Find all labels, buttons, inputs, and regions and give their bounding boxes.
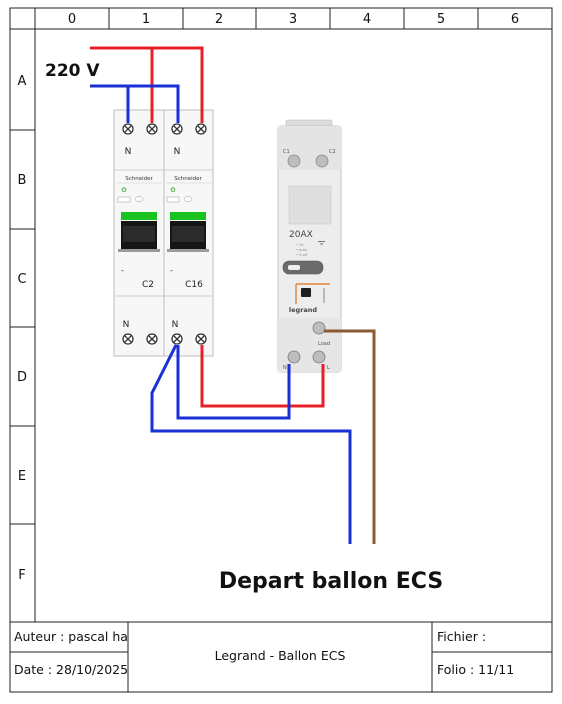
phase-supply-wire (90, 46, 204, 123)
breaker-2-terminal-screw-icon (171, 123, 207, 345)
title-block-file: Fichier : (437, 629, 487, 644)
neutral-supply-wire (90, 84, 180, 123)
breaker-1-terminal-screw-icon (122, 123, 158, 345)
title-block-folio: Folio : 11/11 (437, 662, 515, 677)
column-label-4: 4 (363, 12, 371, 27)
contactor-wifi-icon: ᯤ (318, 238, 325, 247)
breaker-1: N Schneider ✿ - C2 N (113, 109, 165, 357)
column-label-6: 6 (511, 12, 519, 27)
breaker-2-status-indicator (170, 212, 206, 220)
breaker-2-dash: - (170, 266, 173, 275)
breaker-2-bottom-neutral-label: N (172, 320, 179, 330)
phase-to-contactor-wire (200, 345, 325, 408)
contactor-terminal-c2: C2 (329, 149, 336, 155)
breaker-1-dash: - (121, 266, 124, 275)
title-block-author: Auteur : pascal ha (14, 629, 127, 644)
row-label-a: A (18, 74, 27, 89)
contactor-push-button (301, 288, 311, 297)
row-label-b: B (18, 173, 27, 188)
breaker-2: N Schneider ✿ - C16 N (163, 109, 214, 357)
contactor-phase-screw-icon (312, 350, 326, 364)
column-label-5: 5 (437, 12, 445, 27)
contactor-top-left-screw-icon (287, 154, 301, 168)
neutral-to-contactor-wire (176, 345, 291, 420)
row-label-d: D (17, 370, 27, 385)
title-block-date: Date : 28/10/2025 (14, 662, 127, 677)
column-label-0: 0 (68, 12, 76, 27)
contactor-terminal-l: L (327, 365, 330, 371)
supply-voltage-label: 220 V (45, 61, 100, 81)
load-output-wire (324, 329, 376, 544)
breaker-1-status-indicator (121, 212, 157, 220)
contactor-selector-switch (282, 260, 324, 275)
breaker-1-spec-icon (117, 196, 131, 203)
contactor-load-label: Load (318, 341, 330, 347)
breaker-2-spec-icon (166, 196, 180, 203)
breaker-2-top-neutral-label: N (174, 147, 181, 157)
contactor-top-right-screw-icon (315, 154, 329, 168)
row-label-e: E (18, 469, 26, 484)
contactor-load-screw-icon (312, 321, 326, 335)
breaker-2-brand: Schneider (174, 176, 202, 182)
output-destination-label: Depart ballon ECS (219, 569, 443, 594)
neutral-output-wire (150, 344, 352, 544)
contactor-terminal-c1: C1 (283, 149, 290, 155)
breaker-1-top-neutral-label: N (125, 147, 132, 157)
row-label-c: C (17, 272, 26, 287)
column-label-2: 2 (215, 12, 223, 27)
breaker-1-rating: C2 (142, 280, 154, 290)
sheet-border (9, 7, 553, 693)
breaker-2-rating: C16 (185, 280, 203, 290)
breaker-1-logo-icon: ✿ (121, 186, 127, 194)
breaker-1-brand: Schneider (125, 176, 153, 182)
contactor-brand-logo: legrand (289, 306, 318, 314)
column-label-1: 1 (142, 12, 150, 27)
row-label-f: F (18, 568, 25, 583)
title-block-title: Legrand - Ballon ECS (214, 648, 346, 663)
contactor-terminal-n: N (283, 365, 287, 371)
contactor-neutral-screw-icon (287, 350, 301, 364)
contactor-module: C1 C2 20AX ᯤ • 1h• auto• 0 off legrand L… (277, 119, 342, 373)
svg-text:• 0 off: • 0 off (296, 253, 308, 257)
svg-text:• auto: • auto (296, 248, 307, 252)
contactor-model-label: 20AX (289, 230, 313, 240)
column-label-3: 3 (289, 12, 297, 27)
breaker-2-logo-icon: ✿ (170, 186, 176, 194)
breaker-1-bottom-neutral-label: N (123, 320, 130, 330)
svg-text:• 1h: • 1h (296, 243, 304, 247)
